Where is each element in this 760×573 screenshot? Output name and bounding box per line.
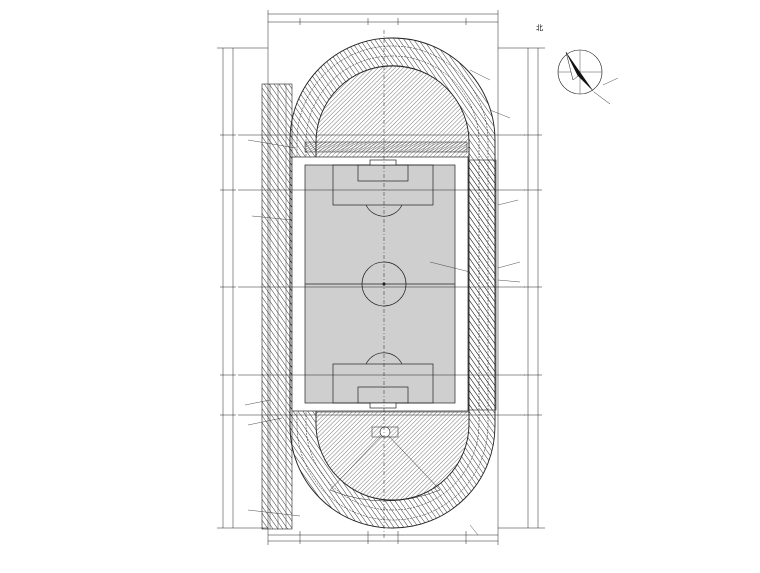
annotation-leaders: [244, 69, 521, 536]
north-label: 北: [536, 24, 543, 32]
north-arrow-icon: [557, 49, 619, 105]
axis-lines: [238, 30, 525, 540]
left-stands: [261, 83, 293, 530]
football-field: [291, 156, 469, 412]
right-lanes: [467, 159, 497, 411]
